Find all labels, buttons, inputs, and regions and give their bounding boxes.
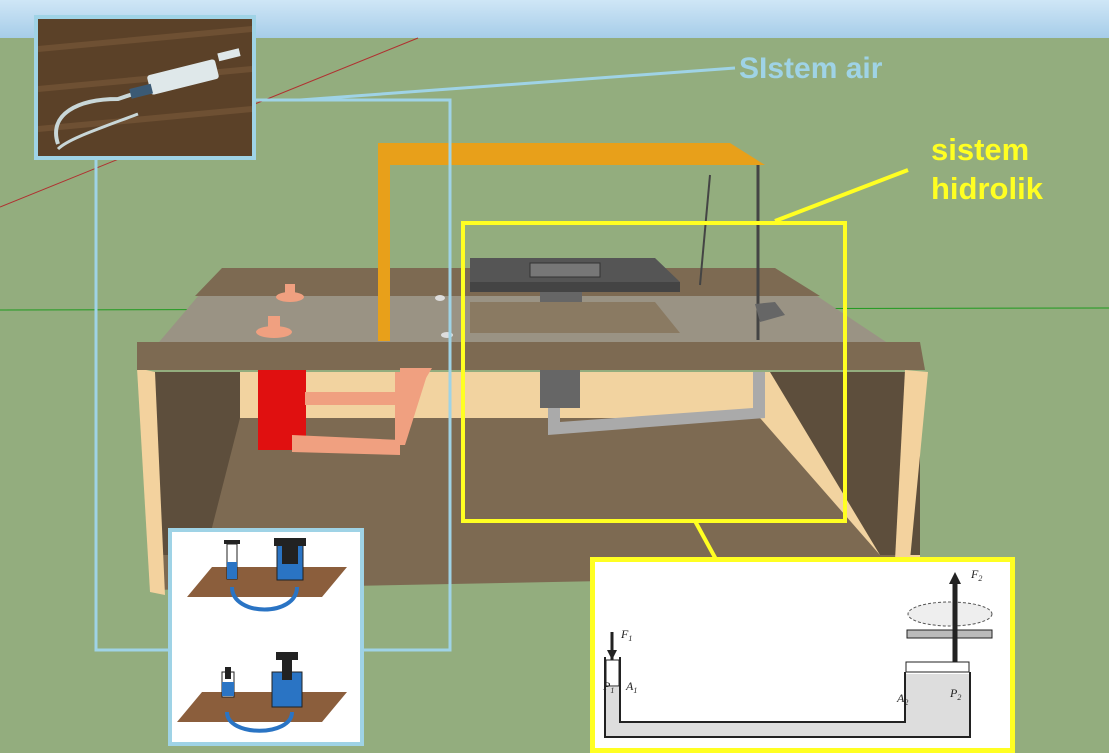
valve-stem-back — [285, 284, 295, 296]
pressure-2-label: P2 — [949, 686, 961, 702]
top-board-front — [137, 342, 925, 370]
copper-pipe-upper — [305, 392, 405, 405]
syringe-pair-top — [187, 538, 347, 612]
pascal-vessel — [604, 657, 971, 738]
press-base-sheet — [470, 302, 680, 333]
box-left-post — [137, 368, 165, 595]
box-right-post — [895, 370, 928, 560]
syringe-photo-image — [37, 19, 253, 156]
hole-back — [435, 295, 445, 301]
force-2-label: F2 — [970, 567, 982, 583]
syringe-photo — [34, 15, 256, 160]
press-plate-edge — [470, 282, 680, 292]
area-1-label: A1 — [625, 679, 637, 695]
copper-pipe-lower — [292, 435, 400, 455]
hydraulic-system-label: sistem hidrolik — [931, 132, 1043, 206]
valve-knob-back — [276, 292, 304, 302]
frame-rod — [699, 174, 711, 286]
hydraulic-inset-pointer — [693, 520, 720, 564]
small-piston — [605, 632, 620, 687]
bolt — [755, 302, 785, 322]
box-left-wall — [150, 372, 240, 560]
hydraulic-callout-box — [461, 221, 847, 523]
force-1-label: F1 — [620, 627, 632, 643]
water-system-label: SIstem air — [739, 52, 883, 85]
water-callout-left — [94, 160, 168, 652]
syringe-diagram — [168, 528, 364, 746]
copper-pipe-riser-lower — [395, 372, 428, 445]
valve-stem-front — [268, 316, 280, 332]
frame-left-leg — [378, 143, 390, 341]
frame-top — [380, 143, 765, 165]
area-2-label: A2 — [896, 691, 908, 707]
syringe-diagram-image — [177, 538, 347, 733]
pascal-diagram-image: F1 F2 A1 P1 A2 P2 — [602, 567, 993, 738]
pressure-1-label: P1 — [602, 679, 614, 695]
hydraulic-pipe — [548, 372, 765, 435]
press-plate-recess — [529, 262, 601, 278]
press-cylinder — [540, 370, 580, 408]
hydraulic-callout-pointer — [774, 168, 909, 223]
water-callout-frame — [256, 98, 452, 652]
large-piston — [905, 572, 993, 673]
pascal-diagram: F1 F2 A1 P1 A2 P2 — [590, 557, 1015, 753]
syringe-pair-bottom — [177, 652, 347, 733]
water-callout-pointer — [299, 66, 736, 102]
